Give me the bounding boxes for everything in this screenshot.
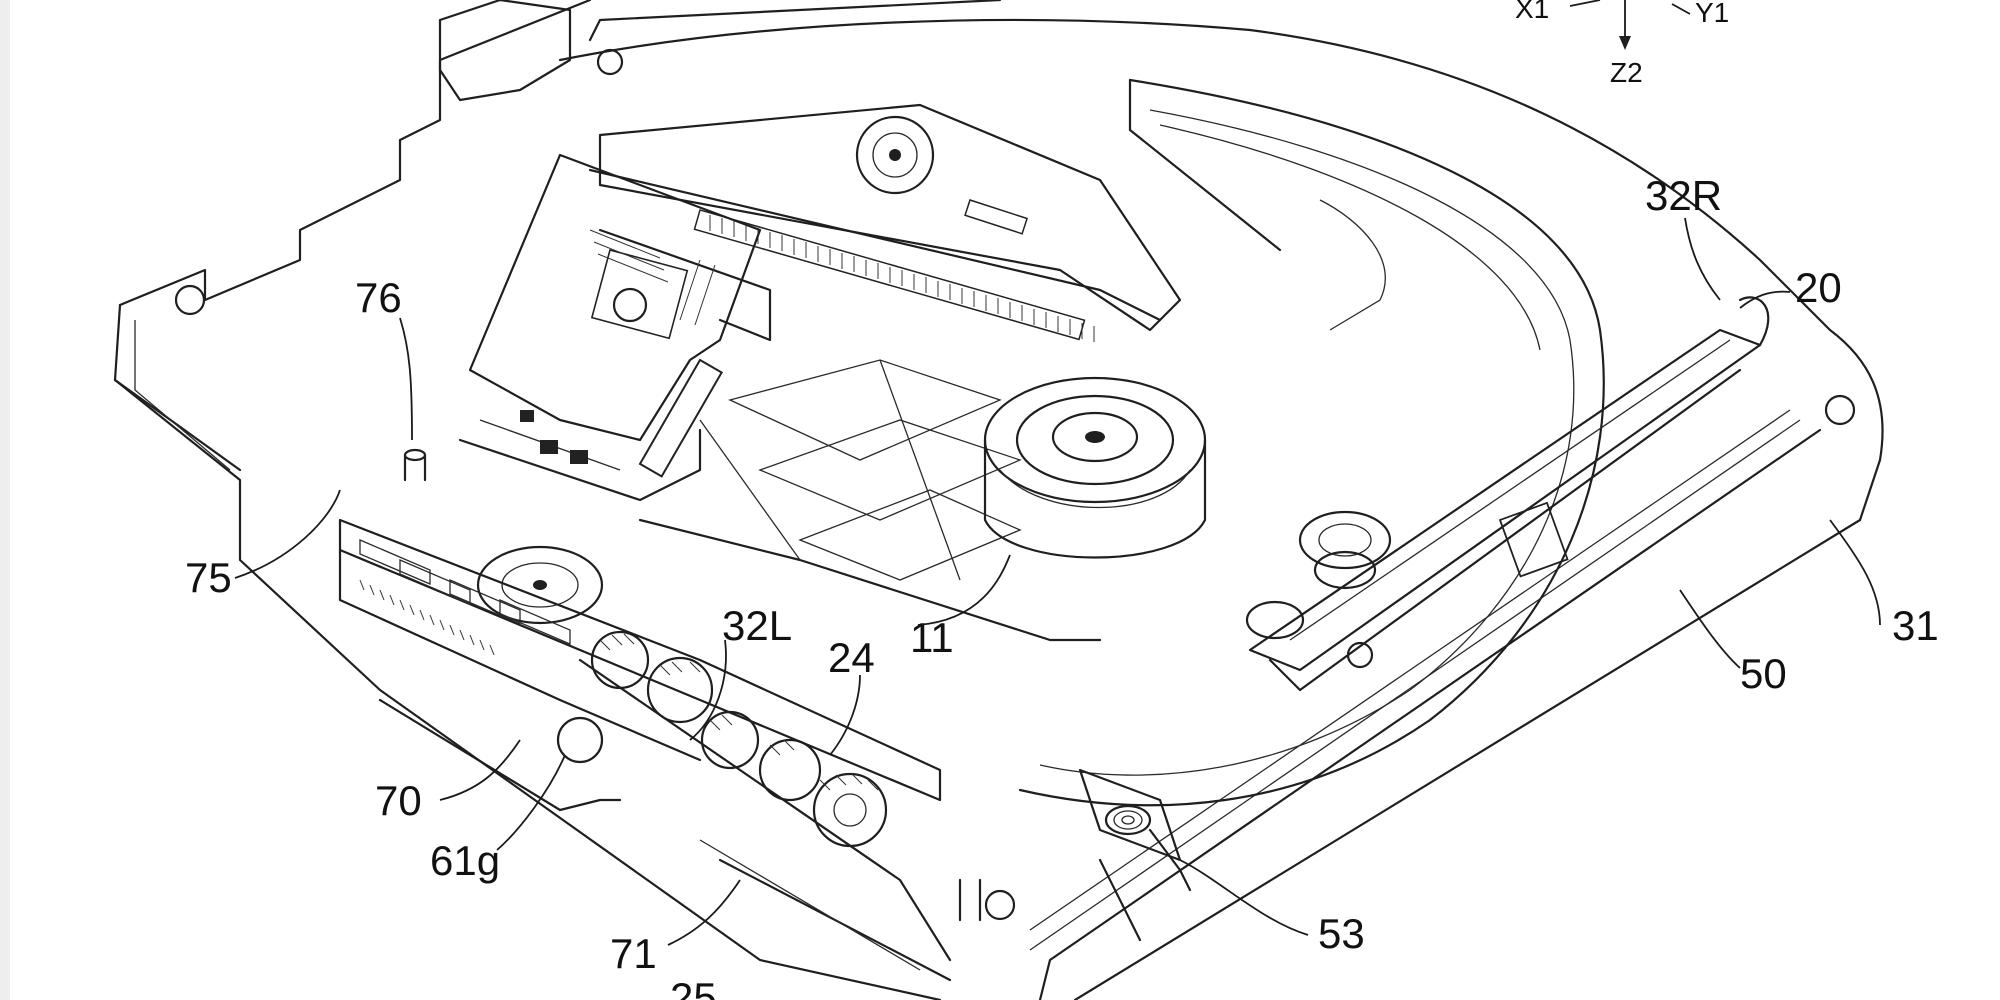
leader-lines [234, 217, 1881, 946]
axis-x1-label: X1 [1515, 0, 1549, 24]
axis-y1-label: Y1 [1695, 0, 1729, 28]
pins [403, 448, 982, 922]
label-32R: 32R [1645, 172, 1722, 219]
roller-left [476, 545, 604, 625]
label-11: 11 [910, 614, 954, 661]
housing [113, 0, 1884, 1000]
spindle-motor [983, 376, 1207, 559]
label-61g: 61g [430, 837, 500, 884]
scan-edge [0, 0, 10, 1000]
axis-z2-label: Z2 [1610, 57, 1643, 88]
label-50: 50 [1740, 650, 1787, 697]
gear-train [556, 630, 888, 848]
label-70: 70 [375, 777, 422, 824]
optical-pickup [458, 153, 772, 502]
label-31: 31 [1892, 602, 1939, 649]
label-53: 53 [1318, 910, 1365, 957]
label-32L: 32L [722, 602, 792, 649]
label-71: 71 [610, 930, 657, 977]
disc-tray [1018, 78, 1605, 807]
rack-teeth [709, 215, 1095, 342]
label-75: 75 [185, 554, 232, 601]
label-24: 24 [828, 634, 875, 681]
slider-slots [359, 539, 571, 645]
label-20: 20 [1795, 264, 1842, 311]
axis-indicator: X1 Y1 Z2 [1515, 0, 1729, 88]
chassis-lattice [638, 359, 1102, 642]
front-slider [338, 518, 952, 982]
label-76: 76 [355, 274, 402, 321]
label-25: 25 [670, 974, 717, 1000]
spring [1078, 768, 1192, 942]
roller-right [1298, 510, 1392, 570]
loading-arm [1245, 296, 1770, 692]
callout-labels: 76 75 70 61g 71 25 32L 24 11 32R 20 31 5… [185, 172, 1939, 1000]
